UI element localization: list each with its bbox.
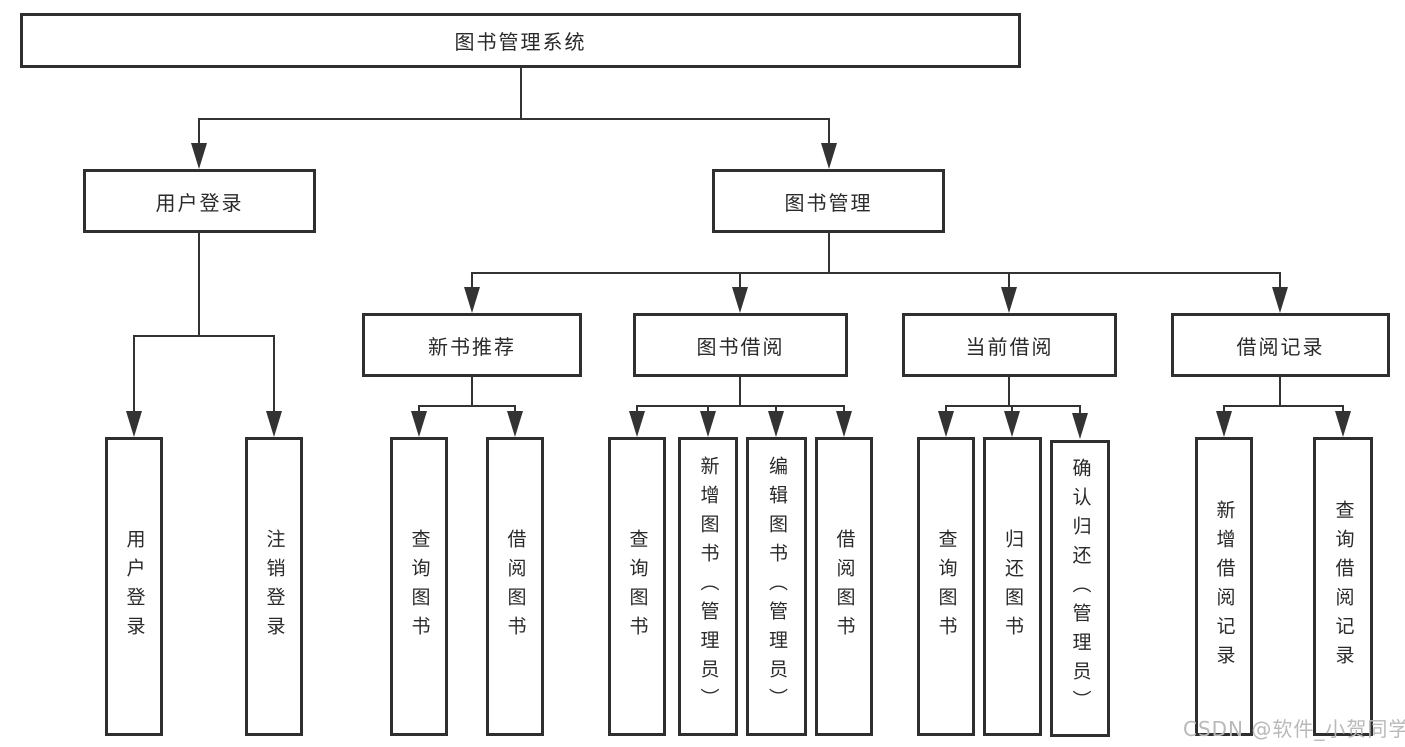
connector-arrow-stem [514,405,516,413]
leaf-edit-book-admin: 编辑图书（管理员） [746,437,807,736]
node-current-borrow-label: 当前借阅 [965,334,1054,359]
connector-arrow-stem [273,335,275,413]
connector-level2-hline [198,118,830,120]
leaf-borrow-books-2-label: 借阅图书 [833,528,856,645]
connector-arrow-stem [775,405,777,413]
watermark: CSDN @软件_小贺同学 [1183,717,1405,741]
arrowhead-down-icon [411,411,427,437]
node-root-label: 图书管理系统 [454,30,587,54]
leaf-logout-label: 注销登录 [263,528,286,645]
leaf-confirm-return-admin: 确认归还（管理员） [1050,440,1110,737]
connector-arrow-stem [828,118,830,145]
leaf-user-login-label: 用户登录 [123,528,146,645]
connector-arrow-stem [1223,405,1225,413]
arrowhead-down-icon [1272,287,1288,313]
arrowhead-down-icon [700,411,716,437]
arrowhead-down-icon [1072,413,1088,439]
node-root: 图书管理系统 [20,13,1021,68]
leaf-add-book-admin-label: 新增图书（管理员） [697,456,720,717]
connector-arrow-stem [1011,405,1013,413]
leaf-add-borrow-record-label: 新增借阅记录 [1213,499,1236,674]
arrowhead-down-icon [1001,287,1017,313]
connector-arrow-stem [418,405,420,413]
connector-group-hline [945,405,1081,407]
arrowhead-down-icon [464,287,480,313]
arrowhead-down-icon [266,411,282,437]
leaf-add-borrow-record: 新增借阅记录 [1195,437,1253,736]
node-borrow-records-label: 借阅记录 [1236,334,1325,359]
arrowhead-down-icon [126,411,142,437]
leaf-query-books-2: 查询图书 [608,437,666,736]
connector-root-stem [520,68,522,118]
connector-arrow-stem [471,272,473,289]
leaf-return-books-label: 归还图书 [1002,528,1024,645]
leaf-query-books-3: 查询图书 [917,437,975,736]
connector-group-stem [1008,377,1010,407]
node-borrow-records: 借阅记录 [1171,313,1390,377]
connector-user-login-stem [198,233,200,335]
arrowhead-down-icon [629,411,645,437]
connector-group-hline [636,405,845,407]
connector-arrow-stem [1279,272,1281,289]
leaf-confirm-return-admin-label: 确认归还（管理员） [1069,458,1092,719]
leaf-query-borrow-record-label: 查询借阅记录 [1332,499,1355,674]
leaf-user-login: 用户登录 [105,437,163,736]
arrowhead-down-icon [1004,411,1020,437]
connector-group-stem [1279,377,1281,407]
arrowhead-down-icon [821,143,837,169]
leaf-borrow-books-1-label: 借阅图书 [504,528,527,645]
connector-arrow-stem [1079,405,1081,413]
leaf-edit-book-admin-label: 编辑图书（管理员） [766,456,788,717]
connector-book-mgmt-stem [828,233,830,274]
leaf-add-book-admin: 新增图书（管理员） [678,437,738,736]
connector-user-login-hline [133,335,275,337]
leaf-query-books-2-label: 查询图书 [626,528,649,645]
arrowhead-down-icon [1335,411,1351,437]
arrowhead-down-icon [507,411,523,437]
node-book-borrow: 图书借阅 [633,313,848,377]
connector-arrow-stem [739,272,741,289]
arrowhead-down-icon [768,411,784,437]
leaf-return-books: 归还图书 [983,437,1042,736]
leaf-logout: 注销登录 [245,437,303,736]
leaf-query-books-1: 查询图书 [390,437,448,736]
connector-arrow-stem [1008,272,1010,289]
node-new-book-recommend: 新书推荐 [362,313,582,377]
connector-arrow-stem [843,405,845,413]
leaf-query-books-3-label: 查询图书 [935,528,958,645]
arrowhead-down-icon [191,143,207,169]
connector-arrow-stem [636,405,638,413]
arrowhead-down-icon [938,411,954,437]
leaf-borrow-books-1: 借阅图书 [486,437,544,736]
connector-level3-hline [471,272,1281,274]
connector-arrow-stem [133,335,135,413]
arrowhead-down-icon [836,411,852,437]
leaf-query-books-1-label: 查询图书 [408,528,431,645]
arrowhead-down-icon [732,287,748,313]
connector-arrow-stem [1342,405,1344,413]
node-book-borrow-label: 图书借阅 [696,334,785,359]
node-user-login-label: 用户登录 [155,190,244,215]
connector-arrow-stem [198,118,200,145]
node-new-book-recommend-label: 新书推荐 [428,334,516,359]
node-user-login: 用户登录 [83,169,316,233]
node-book-management-label: 图书管理 [784,190,873,215]
connector-arrow-stem [945,405,947,413]
arrowhead-down-icon [1216,411,1232,437]
connector-group-stem [739,377,741,407]
connector-arrow-stem [707,405,709,413]
node-book-management: 图书管理 [712,169,945,233]
connector-group-hline [418,405,516,407]
connector-group-stem [471,377,473,407]
node-current-borrow: 当前借阅 [902,313,1117,377]
connector-group-hline [1223,405,1344,407]
leaf-query-borrow-record: 查询借阅记录 [1313,437,1373,736]
leaf-borrow-books-2: 借阅图书 [815,437,873,736]
